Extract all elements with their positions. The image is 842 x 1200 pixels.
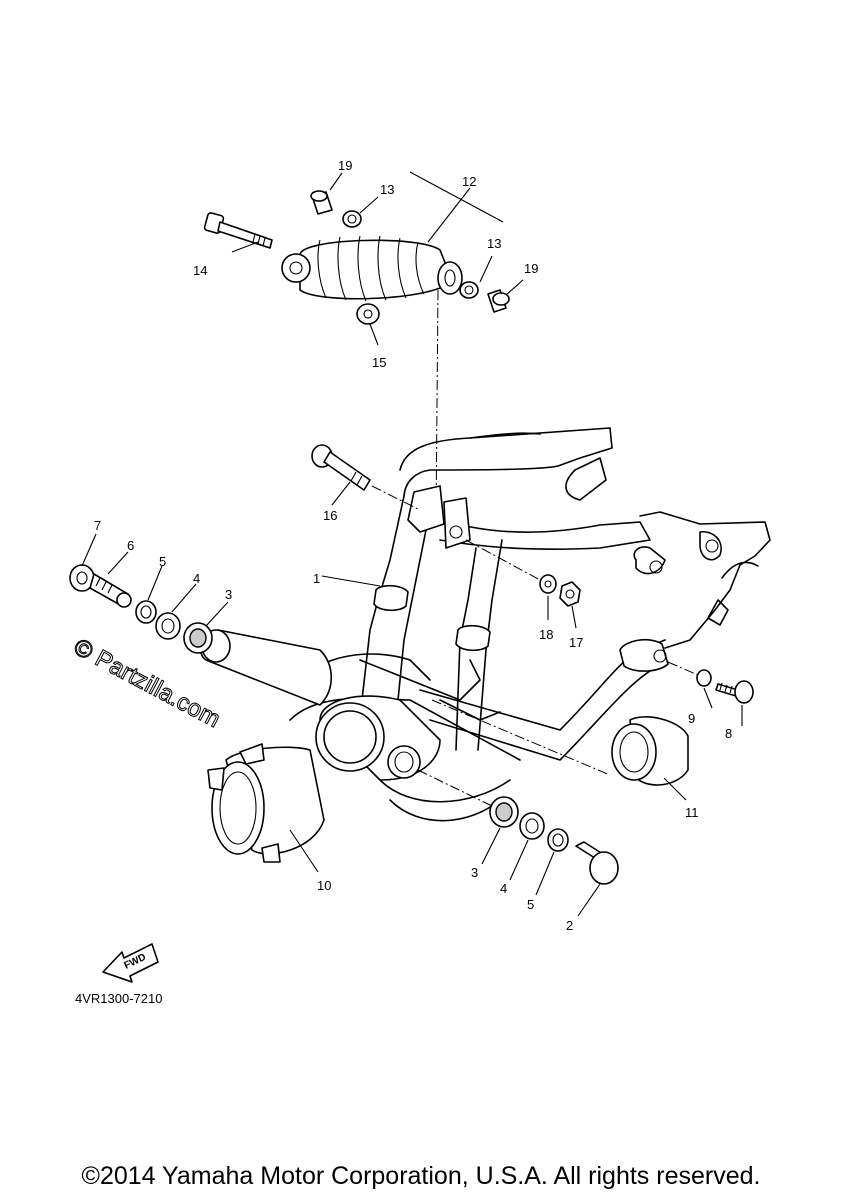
dust-cover-right[interactable] [611,716,689,786]
rear-shock-absorber[interactable] [281,235,463,302]
callout-8[interactable]: 8 [725,726,732,741]
pivot-shaft-left[interactable] [89,573,132,608]
callout-11[interactable]: 11 [685,805,699,820]
callout-6[interactable]: 6 [127,538,134,553]
callout-10[interactable]: 10 [317,878,331,893]
dust-seal-right[interactable] [547,828,569,852]
shock-bushing-upper[interactable] [342,210,362,228]
callout-7[interactable]: 7 [94,518,101,533]
callout-5-left[interactable]: 5 [159,554,166,569]
diagram-code: 4VR1300-7210 [75,991,162,1006]
pivot-housing [315,695,441,781]
copyright-notice: ©2014 Yamaha Motor Corporation, U.S.A. A… [81,1162,761,1190]
rear-arm-frame[interactable] [289,427,771,822]
bolt-8[interactable] [715,680,754,704]
shock-collar-upper[interactable] [310,190,333,215]
shock-bushing-lower[interactable] [459,281,479,299]
washer-9[interactable] [696,669,712,687]
callout-19-lower[interactable]: 19 [524,261,538,276]
nut-17[interactable] [559,581,581,607]
bearing-left[interactable] [183,622,213,654]
callout-9[interactable]: 9 [688,711,695,726]
shock-bolt[interactable] [203,212,273,249]
callout-1[interactable]: 1 [313,571,320,586]
callout-19-upper[interactable]: 19 [338,158,352,173]
callout-5-right[interactable]: 5 [527,897,534,912]
callout-2[interactable]: 2 [566,918,573,933]
bearing-right[interactable] [489,796,519,828]
callout-4-right[interactable]: 4 [500,881,507,896]
callout-13-upper[interactable]: 13 [380,182,394,197]
pivot-bolt-upper[interactable] [311,444,371,491]
callout-3-left[interactable]: 3 [225,587,232,602]
callout-15[interactable]: 15 [372,355,386,370]
washer-right[interactable] [519,812,545,840]
callout-18[interactable]: 18 [539,627,553,642]
pivot-shaft-right[interactable] [575,841,619,885]
fwd-arrow-icon: FWD [102,943,159,983]
washer-18[interactable] [539,574,557,594]
dust-seal-left[interactable] [135,600,157,624]
callout-4-left[interactable]: 4 [193,571,200,586]
callout-14[interactable]: 14 [193,263,207,278]
dust-cover-left[interactable] [207,743,325,863]
callout-3-right[interactable]: 3 [471,865,478,880]
shock-nut[interactable] [356,303,380,325]
callout-17[interactable]: 17 [569,635,583,650]
pivot-tube [199,629,332,706]
callout-13-lower[interactable]: 13 [487,236,501,251]
callout-12[interactable]: 12 [462,174,476,189]
washer-left[interactable] [155,612,181,640]
shock-collar-lower[interactable] [487,289,510,313]
callout-16[interactable]: 16 [323,508,337,523]
